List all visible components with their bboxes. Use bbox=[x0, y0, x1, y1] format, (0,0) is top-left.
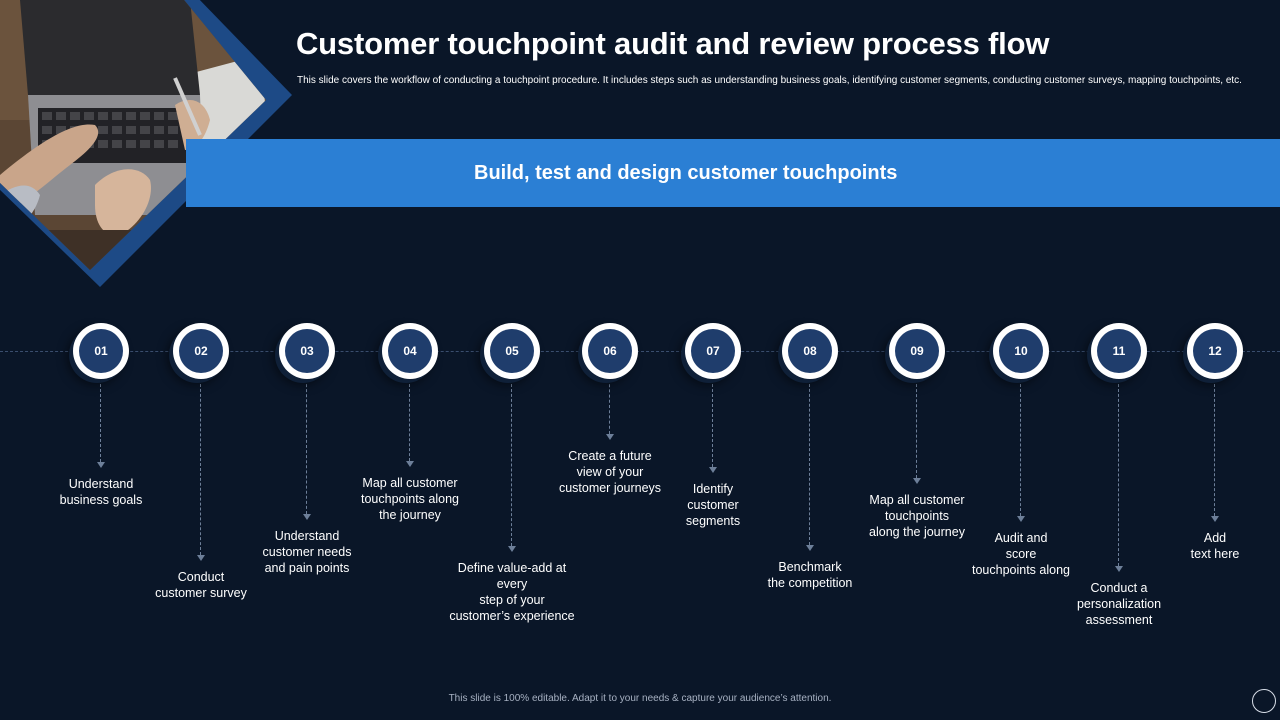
banner-title: Build, test and design customer touchpoi… bbox=[474, 162, 898, 184]
page-description: This slide covers the workflow of conduc… bbox=[297, 75, 1242, 86]
arrow-down-icon bbox=[806, 545, 814, 551]
step-number: 12 bbox=[1193, 329, 1237, 373]
step-number: 01 bbox=[79, 329, 123, 373]
arrow-down-icon bbox=[97, 462, 105, 468]
step-node-09: 09 bbox=[889, 323, 945, 379]
step-label-02: Conduct customer survey bbox=[155, 570, 247, 600]
step-node-12: 12 bbox=[1187, 323, 1243, 379]
step-label-10: Audit and score touchpoints along bbox=[972, 531, 1070, 577]
step-node-01: 01 bbox=[73, 323, 129, 379]
step-label-03: Understand customer needs and pain point… bbox=[262, 529, 352, 575]
step-node-05: 05 bbox=[484, 323, 540, 379]
header-photo bbox=[0, 0, 300, 300]
step-connector bbox=[712, 379, 713, 467]
step-node-10: 10 bbox=[993, 323, 1049, 379]
step-number: 10 bbox=[999, 329, 1043, 373]
step-node-03: 03 bbox=[279, 323, 335, 379]
arrow-down-icon bbox=[1211, 516, 1219, 522]
step-connector bbox=[306, 379, 307, 514]
step-label-04: Map all customer touchpoints along the j… bbox=[361, 476, 459, 522]
step-number: 09 bbox=[895, 329, 939, 373]
step-connector bbox=[809, 379, 810, 545]
step-label-08: Benchmark the competition bbox=[767, 560, 853, 590]
step-label-12: Add text here bbox=[1190, 531, 1240, 561]
arrow-down-icon bbox=[303, 514, 311, 520]
page-title: Customer touchpoint audit and review pro… bbox=[296, 26, 1050, 61]
step-node-08: 08 bbox=[782, 323, 838, 379]
step-connector bbox=[1118, 379, 1119, 566]
step-connector bbox=[916, 379, 917, 478]
step-label-06: Create a future view of your customer jo… bbox=[558, 449, 662, 495]
step-number: 11 bbox=[1097, 329, 1141, 373]
arrow-down-icon bbox=[406, 461, 414, 467]
arrow-down-icon bbox=[709, 467, 717, 473]
circle-outline-icon bbox=[1252, 689, 1276, 713]
step-label-11: Conduct a personalization assessment bbox=[1076, 581, 1162, 627]
step-node-04: 04 bbox=[382, 323, 438, 379]
step-node-11: 11 bbox=[1091, 323, 1147, 379]
step-node-06: 06 bbox=[582, 323, 638, 379]
section-banner: Build, test and design customer touchpoi… bbox=[186, 139, 1280, 207]
step-number: 05 bbox=[490, 329, 534, 373]
arrow-down-icon bbox=[1017, 516, 1025, 522]
arrow-down-icon bbox=[197, 555, 205, 561]
step-label-09: Map all customer touchpoints along the j… bbox=[869, 493, 965, 539]
step-label-01: Understand business goals bbox=[59, 477, 143, 507]
step-number: 02 bbox=[179, 329, 223, 373]
step-connector bbox=[1020, 379, 1021, 516]
laptop-hands-photo-icon bbox=[0, 0, 292, 287]
step-connector bbox=[200, 379, 201, 555]
step-number: 08 bbox=[788, 329, 832, 373]
step-label-07: Identify customer segments bbox=[685, 482, 741, 528]
arrow-down-icon bbox=[913, 478, 921, 484]
step-number: 04 bbox=[388, 329, 432, 373]
timeline-line bbox=[0, 351, 1280, 352]
step-number: 03 bbox=[285, 329, 329, 373]
step-connector bbox=[1214, 379, 1215, 516]
arrow-down-icon bbox=[1115, 566, 1123, 572]
arrow-down-icon bbox=[606, 434, 614, 440]
step-label-05: Define value-add at every step of your c… bbox=[449, 561, 575, 623]
step-node-07: 07 bbox=[685, 323, 741, 379]
footer-note: This slide is 100% editable. Adapt it to… bbox=[448, 693, 832, 704]
step-connector bbox=[609, 379, 610, 434]
step-number: 07 bbox=[691, 329, 735, 373]
step-connector bbox=[409, 379, 410, 461]
step-connector bbox=[511, 379, 512, 546]
step-connector bbox=[100, 379, 101, 462]
step-number: 06 bbox=[588, 329, 632, 373]
arrow-down-icon bbox=[508, 546, 516, 552]
step-node-02: 02 bbox=[173, 323, 229, 379]
